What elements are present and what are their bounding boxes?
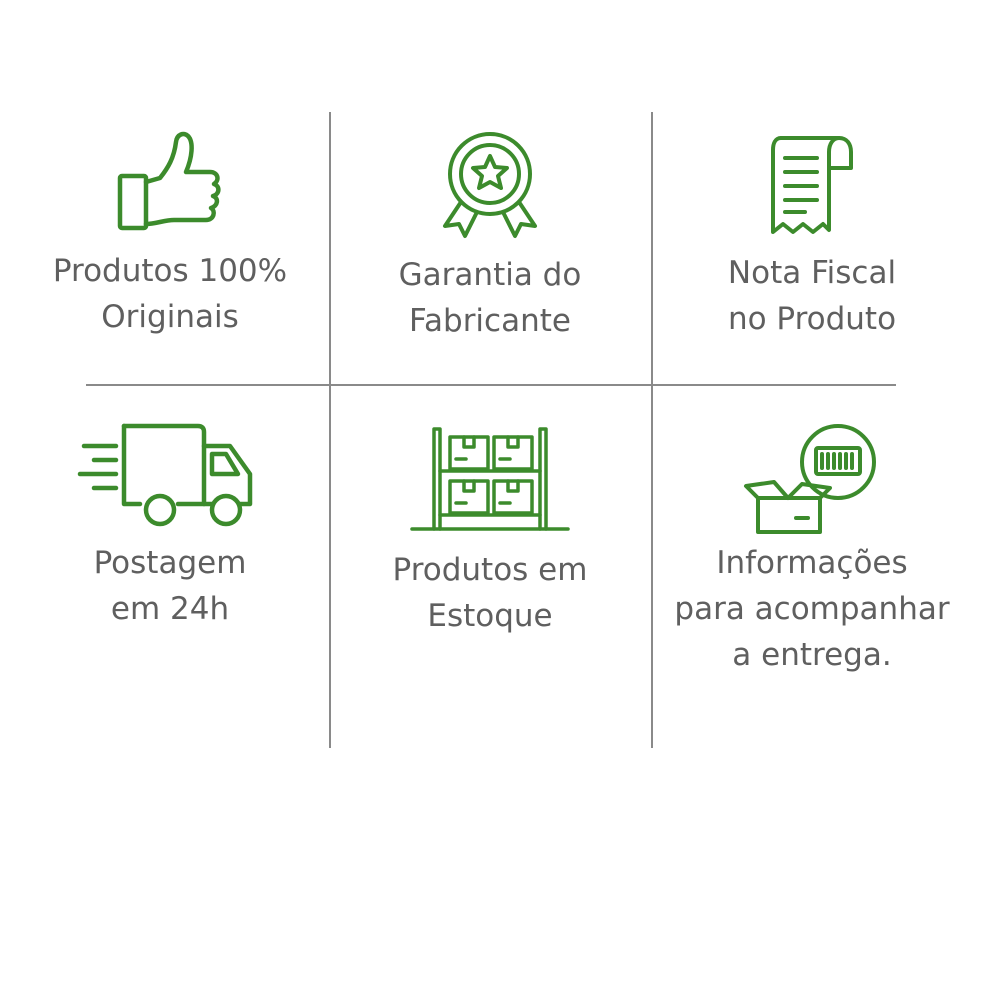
feature-label-line: em 24h [110,591,230,627]
vertical-divider-right [651,112,653,748]
feature-label-line: no Produto [727,301,897,337]
award-ribbon-icon [443,132,537,238]
feature-in-stock: Produtos em Estoque [340,425,640,639]
feature-label-line: Garantia do [398,257,582,293]
feature-label-line: Informações [716,545,908,581]
feature-delivery-tracking: Informações para acompanhar a entrega. [662,422,962,678]
thumbs-up-icon [117,131,221,231]
feature-invoice: Nota Fiscal no Produto [662,132,962,342]
feature-label-line: Estoque [427,598,553,634]
feature-shipping-24h: Postagem em 24h [20,420,320,632]
warehouse-shelf-icon [410,427,570,531]
feature-label-line: para acompanhar [674,591,950,627]
package-tracking-icon [744,424,876,534]
feature-label-line: Nota Fiscal [727,255,897,291]
feature-label-line: Postagem [93,545,247,581]
horizontal-divider [86,384,896,386]
vertical-divider-left [329,112,331,748]
feature-label-line: Fabricante [409,303,571,339]
feature-label-line: Produtos 100% [52,253,288,289]
feature-label-line: Originais [101,299,239,335]
delivery-truck-icon [77,423,253,527]
receipt-icon [771,136,853,234]
feature-original-products: Produtos 100% Originais [20,128,320,340]
feature-manufacturer-warranty: Garantia do Fabricante [340,130,640,344]
feature-label-line: a entrega. [732,637,892,673]
feature-label-line: Produtos em [392,552,588,588]
